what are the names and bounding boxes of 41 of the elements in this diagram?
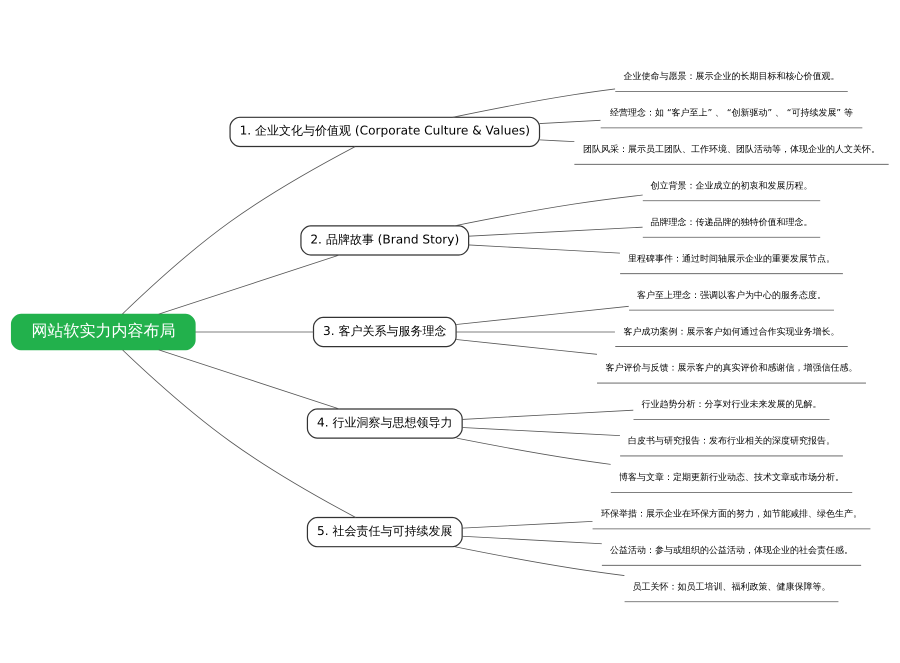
connector xyxy=(158,254,340,314)
connector xyxy=(122,349,356,518)
connector xyxy=(539,119,601,124)
connector xyxy=(456,437,612,464)
connector xyxy=(462,520,593,528)
connector xyxy=(452,88,616,118)
node-text: 行业趋势分析：分享对行业未来发展的见解。 xyxy=(642,400,822,410)
connector xyxy=(158,348,340,409)
node-box: 2. 品牌故事 (Brand Story) xyxy=(300,224,470,256)
connector xyxy=(456,305,630,324)
connector xyxy=(454,546,625,576)
node-text: 环保举措：展示企业在环保方面的努力，如节能减排、绿色生产。 xyxy=(601,509,862,520)
connector xyxy=(122,146,356,314)
node-text: 客户成功案例：展示客户如何通过合作实现业务增长。 xyxy=(624,326,840,337)
node-text: 员工关怀：如员工培训、福利政策、健康保障等。 xyxy=(632,582,831,592)
connector xyxy=(456,338,598,354)
node-text: 博客与文章：定期更新行业动态、技术文章或市场分析。 xyxy=(619,472,844,483)
connector xyxy=(539,138,575,142)
node-box: 网站软实力内容布局 xyxy=(10,313,196,350)
connector xyxy=(462,409,634,420)
node-box: 1. 企业文化与价值观 (Corporate Culture & Values) xyxy=(229,116,540,147)
node-text: 团队风采：展示员工团队、工作环境、团队活动等，体现企业的人文关怀。 xyxy=(583,144,880,154)
connector xyxy=(456,331,616,332)
node-text: 客户至上理念：强调以客户为中心的服务态度。 xyxy=(637,290,826,300)
node-text: 品牌理念：传递品牌的独特价值和理念。 xyxy=(650,217,813,228)
connector xyxy=(468,226,643,236)
node-box: 4. 行业洞察与思想领导力 xyxy=(306,408,463,438)
node-text: 客户评价与反馈：展示客户的真实评价和感谢信，增强信任感。 xyxy=(606,363,858,374)
connector xyxy=(194,331,314,332)
node-box: 3. 客户关系与服务理念 xyxy=(312,316,457,347)
node-text: 白皮书与研究报告：发布行业相关的深度研究报告。 xyxy=(628,436,836,446)
connector xyxy=(454,194,644,226)
node-text: 企业使命与愿景：展示企业的长期目标和核心价值观。 xyxy=(624,72,840,82)
node-text: 公益活动：参与或组织的公益活动，体现企业的社会责任感。 xyxy=(610,545,854,556)
node-box: 5. 社会责任与可持续发展 xyxy=(306,516,463,547)
connector xyxy=(462,426,620,436)
connector xyxy=(462,535,602,544)
node-text: 创立背景：企业成立的初衷和发展历程。 xyxy=(650,180,813,191)
connector xyxy=(468,244,620,254)
node-text: 经营理念：如 “客户至上” 、 “创新驱动” 、 “可持续发展” 等 xyxy=(610,108,853,118)
node-text: 里程碑事件：通过时间轴展示企业的重要发展节点。 xyxy=(628,254,836,264)
